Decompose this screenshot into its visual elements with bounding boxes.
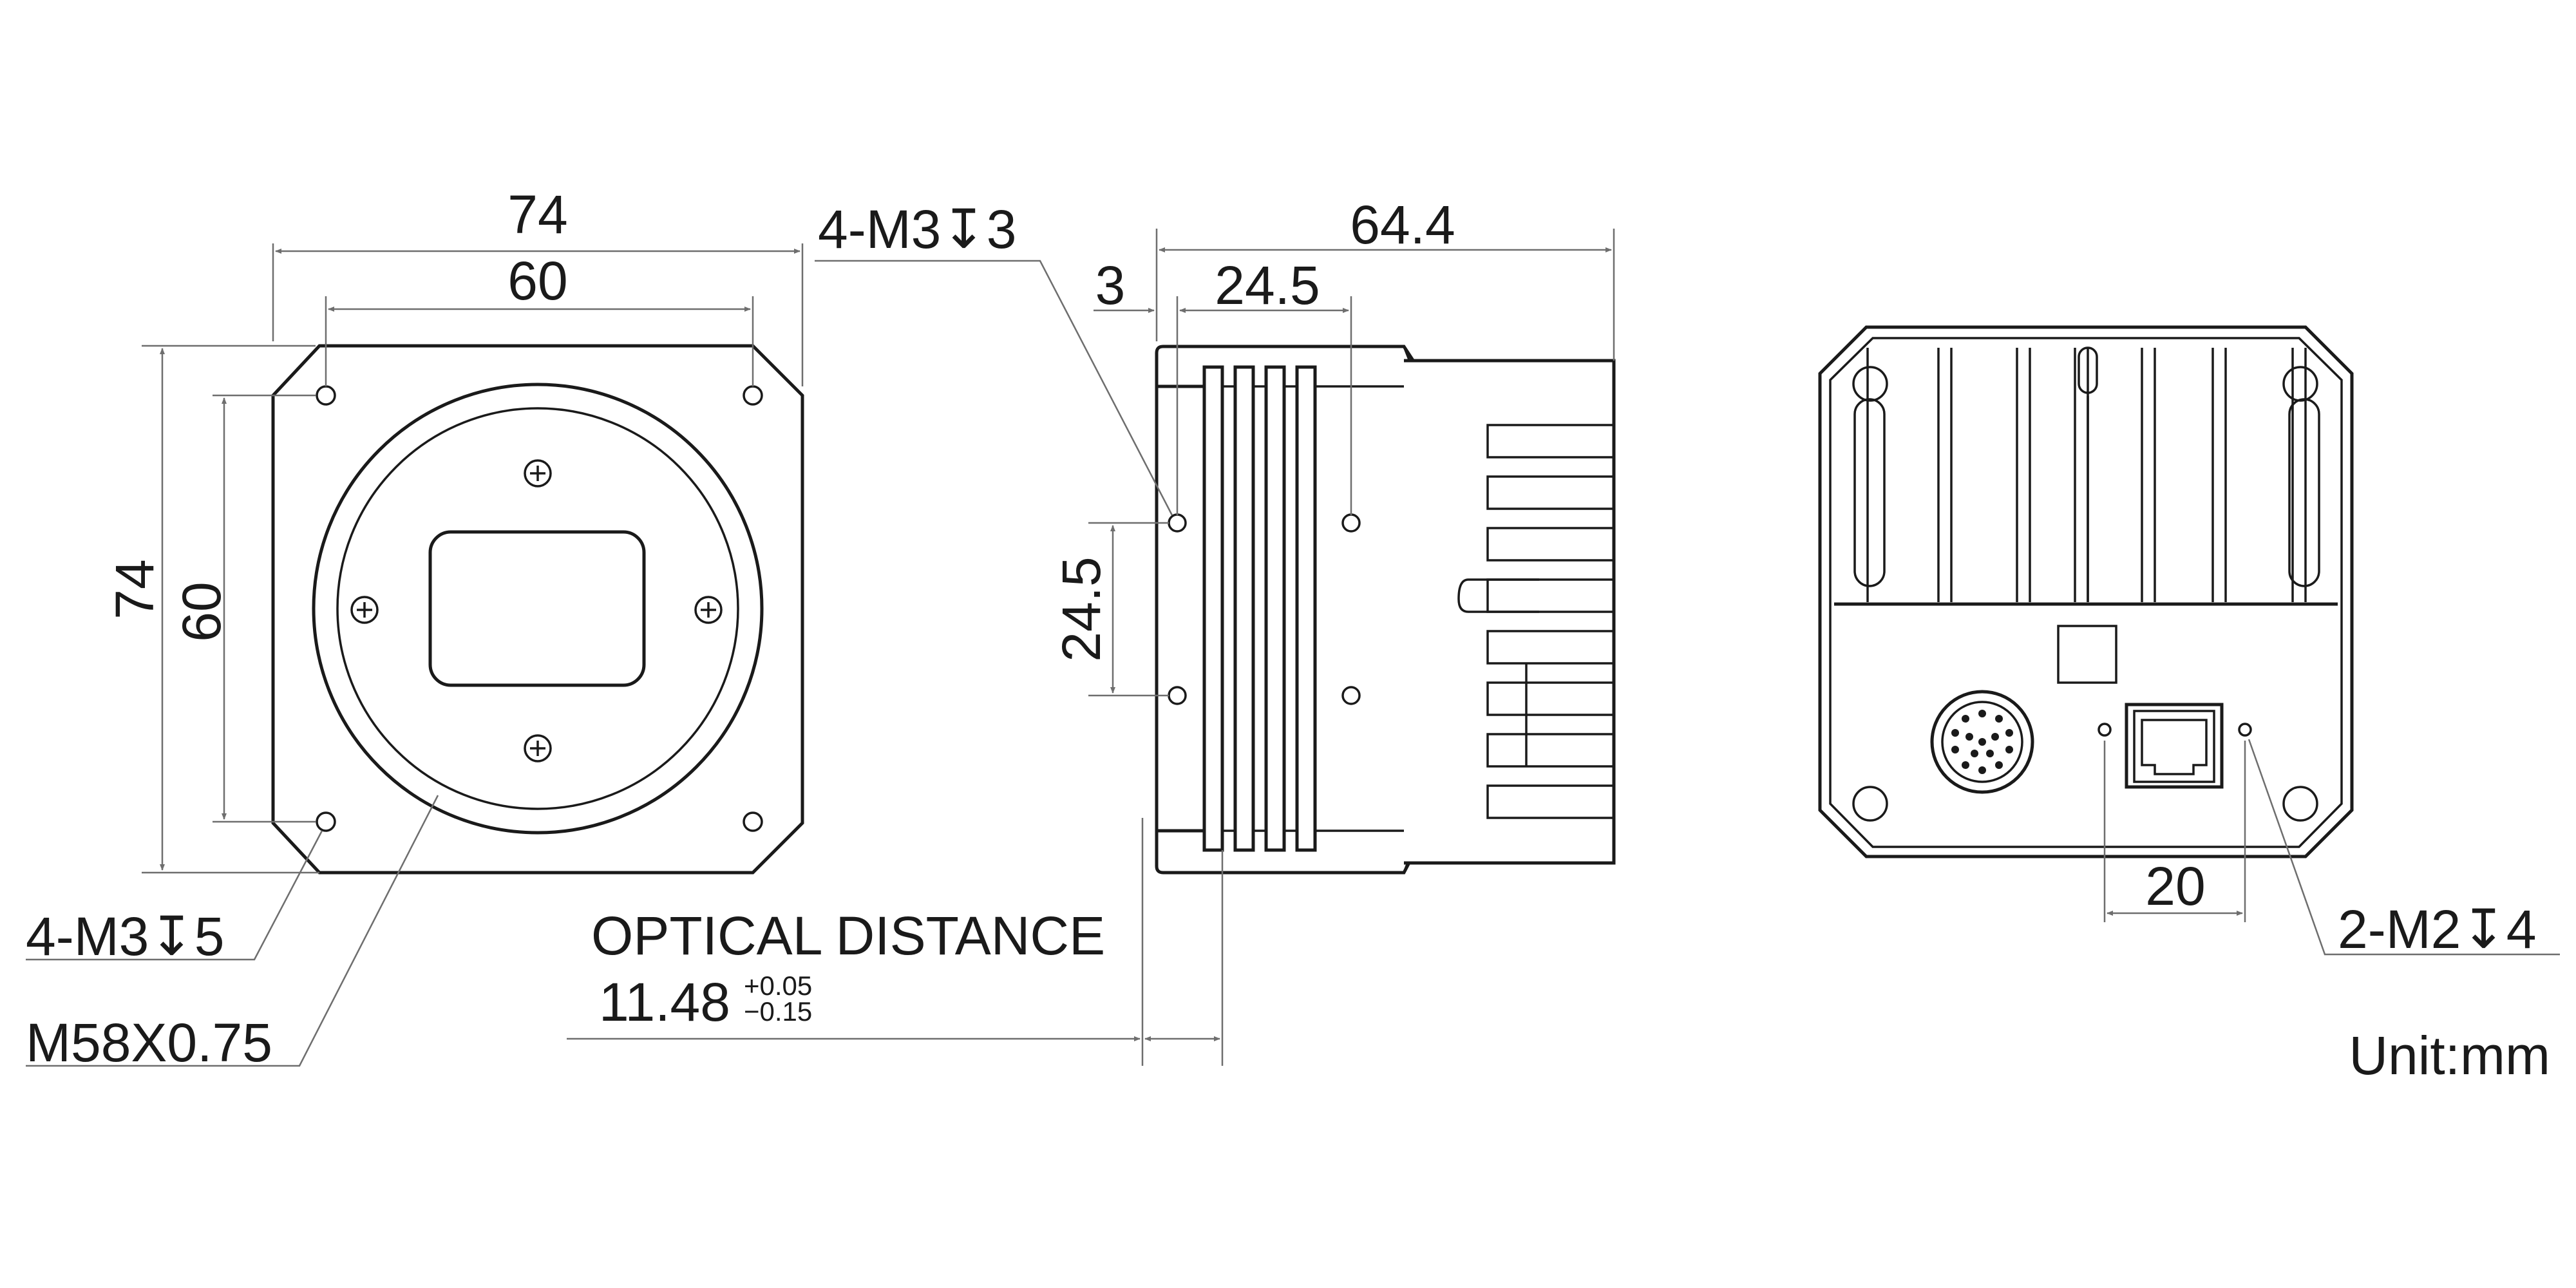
front-view: 74 60 74 60 4-M3↧5 M58X0.75: [26, 184, 804, 1073]
side-hole-offset-24-5: 24.5: [1215, 255, 1320, 316]
side-cooling-fins: [1202, 365, 1317, 852]
side-hole-spacing-24-5: 24.5: [1051, 556, 1112, 662]
lens-mount-inner-ring: [336, 407, 739, 810]
rear-corner-hole-tr: [2282, 366, 2318, 402]
rear-corner-hole-bl: [1852, 786, 1888, 822]
optical-distance-tolerance-plus: +0.05: [744, 971, 812, 1001]
rear-corner-hole-tl: [1852, 366, 1888, 402]
rear-ethernet-port: [2125, 703, 2224, 789]
rear-view: 20 2-M2↧4: [1818, 325, 2560, 960]
side-holes-callout: 4-M3↧3: [818, 199, 1016, 260]
rear-io-connector: [1930, 690, 2034, 794]
lens-screw-bottom: [524, 734, 552, 762]
front-mount-hole-br: [743, 811, 763, 832]
front-mount-holes-callout: 4-M3↧5: [26, 906, 224, 967]
rear-holes-callout: 2-M2↧4: [2338, 899, 2536, 960]
front-mount-hole-bl: [316, 811, 336, 832]
side-hole-4: [1341, 686, 1361, 705]
lens-thread-callout: M58X0.75: [26, 1012, 272, 1073]
optical-distance-value: 11.48: [599, 972, 730, 1032]
rear-screw-spacing-20: 20: [2145, 856, 2205, 916]
side-length-64-4: 64.4: [1350, 194, 1455, 255]
lens-screw-right: [694, 596, 723, 624]
lens-screw-left: [350, 596, 379, 624]
lens-screw-top: [524, 459, 552, 488]
optical-distance-label: OPTICAL DISTANCE: [591, 905, 1105, 966]
rear-corner-hole-br: [2282, 786, 2318, 822]
rear-body-outline: [1818, 325, 2354, 858]
optical-distance-tolerance-minus: −0.15: [744, 996, 812, 1027]
lens-mount-outer-ring: [312, 383, 764, 835]
front-height-74: 74: [104, 559, 165, 619]
side-flange-plate: [1155, 384, 1206, 833]
sensor-window: [428, 530, 646, 687]
front-width-74: 74: [507, 184, 567, 245]
rear-status-led: [2057, 625, 2117, 684]
unit-label: Unit:mm: [2349, 1025, 2550, 1086]
front-width-60: 60: [507, 251, 567, 311]
front-body-outline: [271, 344, 804, 875]
side-view: 64.4 24.5 3 24.5 4-M3↧3 OPTICAL DISTANCE…: [567, 194, 1616, 1066]
front-height-60: 60: [171, 582, 232, 641]
rear-screw-hole-right: [2238, 723, 2252, 737]
rear-heatsink-slots: [1866, 348, 2307, 602]
side-front-offset-3: 3: [1095, 255, 1126, 316]
rear-screw-hole-left: [2098, 723, 2112, 737]
side-rear-fins: [1486, 424, 1614, 819]
